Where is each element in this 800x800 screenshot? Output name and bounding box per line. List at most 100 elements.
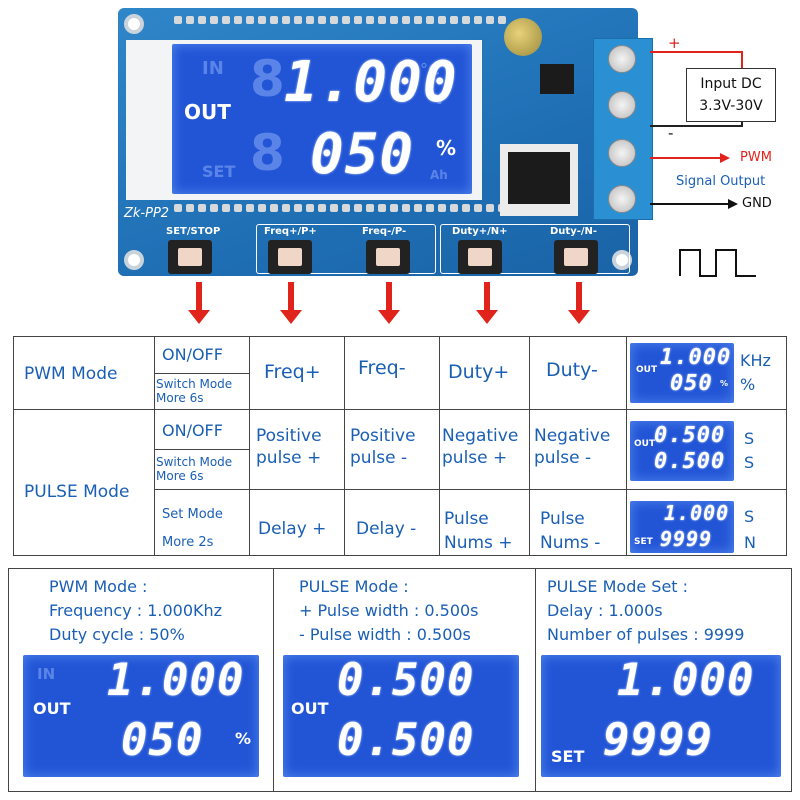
pulse-positive-minus: Positive pulse - [350, 426, 416, 468]
mini-lcd-line-1: 0.500 [654, 423, 726, 448]
duty-plus-button[interactable] [458, 240, 502, 274]
lcd-percent-unit: % [235, 729, 252, 748]
lcd-ghost-digit: 8 [250, 124, 285, 182]
set-unit-s: S [744, 507, 755, 526]
lcd-ghost-digit: 8 [250, 50, 285, 108]
mounting-hole [124, 250, 144, 270]
lcd-ghost-set: SET [202, 162, 236, 181]
input-voltage-range: 3.3V-30V [699, 98, 763, 114]
button-label-freq-plus: Freq+/P+ [264, 226, 317, 237]
freq-minus-button[interactable] [366, 240, 410, 274]
lcd-ghost-v: V [434, 92, 445, 108]
pulse-mode-label: PULSE Mode [24, 482, 130, 502]
set-pulse-nums-minus: Pulse Nums - [540, 509, 601, 553]
button-label-freq-minus: Freq-/P- [362, 226, 407, 237]
pwm-duty-plus: Duty+ [448, 361, 510, 383]
header-pins-top [174, 16, 506, 24]
set-mini-lcd: SET 1.000 9999 [630, 501, 734, 553]
mode-examples-panel: PWM Mode : Frequency : 1.000Khz Duty cyc… [8, 568, 792, 792]
lcd-ghost-in: IN [202, 58, 224, 79]
capacitor [504, 18, 542, 56]
lcd-line-2: 050 [310, 122, 415, 187]
set-mode-hold-time: More 2s [162, 535, 214, 550]
duty-minus-button[interactable] [554, 240, 598, 274]
pulse-example-positive-width: + Pulse width : 0.500s [299, 601, 479, 620]
lcd-line-2: 9999 [603, 715, 713, 766]
pwm-unit-khz: KHz [740, 351, 771, 370]
pulse-onoff: ON/OFF [162, 421, 223, 440]
mosfet [500, 144, 578, 216]
signal-output-label: Signal Output [676, 174, 766, 189]
lcd-percent-unit: % [436, 136, 457, 160]
button-label-set-stop: SET/STOP [166, 226, 221, 237]
set-example-title: PULSE Mode Set : [547, 577, 689, 596]
set-unit-n: N [744, 533, 756, 552]
pulse-example-title: PULSE Mode : [299, 577, 409, 596]
pwm-mode-label: PWM Mode [24, 364, 118, 384]
pwm-label: PWM [740, 150, 772, 165]
pwm-onoff: ON/OFF [162, 345, 223, 364]
input-dc-label: Input DC [700, 76, 762, 92]
pulse-unit-s1: S [744, 429, 755, 448]
screw-plus [608, 45, 636, 73]
lcd-line-1: 0.500 [337, 655, 475, 706]
pulse-mini-lcd: OUT 0.500 0.500 [630, 421, 734, 481]
lcd-line-1: 1.000 [617, 655, 755, 706]
square-wave-icon [679, 249, 756, 277]
board-lcd: IN SET °C V Ah 8 8 OUT 1.000 050 % [172, 44, 472, 194]
pwm-example-duty: Duty cycle : 50% [49, 625, 185, 644]
mini-lcd-line-1: 1.000 [660, 345, 732, 370]
input-dc-box: Input DC 3.3V-30V [686, 68, 776, 122]
pulse-unit-s2: S [744, 453, 755, 472]
pwm-switch-mode: Switch Mode More 6s [156, 377, 233, 405]
button-label-duty-minus: Duty-/N- [550, 226, 598, 237]
mini-lcd-label: OUT [636, 365, 658, 375]
button-group-right [440, 224, 630, 274]
pulse-example-negative-width: - Pulse width : 0.500s [299, 625, 471, 644]
mounting-hole [612, 250, 632, 270]
pwm-example-frequency: Frequency : 1.000Khz [49, 601, 223, 620]
set-delay-minus: Delay - [356, 519, 417, 539]
screw-pwm [608, 139, 636, 167]
mini-lcd-unit: % [720, 379, 729, 388]
mini-lcd-line-1: 1.000 [664, 501, 730, 525]
pwm-freq-minus: Freq- [358, 357, 406, 379]
lcd-ghost-in: IN [37, 665, 56, 683]
plus-terminal-label: + [668, 34, 681, 52]
set-pulse-nums-plus: Pulse Nums + [444, 509, 513, 553]
pulse-negative-minus: Negative pulse - [534, 426, 611, 468]
lcd-out-label: OUT [184, 100, 231, 124]
set-mode-label: Set Mode [162, 507, 223, 522]
set-example-lcd: SET 1.000 9999 [541, 655, 781, 777]
set-example-pulse-count: Number of pulses : 9999 [547, 625, 745, 644]
ic-chip [540, 64, 574, 94]
lcd-line-1: 1.000 [107, 655, 245, 706]
lcd-line-1: 1.000 [284, 50, 458, 115]
button-group-left [256, 224, 436, 274]
function-table: PWM Mode ON/OFF Switch Mode More 6s Freq… [13, 336, 787, 556]
lcd-ghost-c: °C [420, 60, 440, 79]
pulse-switch-mode: Switch Mode More 6s [156, 455, 233, 483]
lcd-ghost-ah: Ah [430, 168, 448, 182]
set-example-delay: Delay : 1.000s [547, 601, 663, 620]
pulse-example-lcd: OUT 0.500 0.500 [283, 655, 519, 777]
lcd-line-2: 050 [121, 715, 204, 766]
screw-terminal [593, 38, 653, 220]
lcd-out-label: OUT [291, 699, 329, 718]
wiring-annotations [650, 51, 756, 277]
mini-lcd-label: SET [634, 537, 653, 547]
gnd-label: GND [742, 196, 772, 211]
set-delay-plus: Delay + [258, 519, 327, 539]
pwm-example-lcd: IN OUT 1.000 050 % [23, 655, 259, 777]
mini-lcd-line-2: 050 [670, 371, 713, 396]
pwm-generator-board: IN SET °C V Ah 8 8 OUT 1.000 050 % Zk-PP… [118, 8, 653, 276]
lcd-line-2: 0.500 [337, 715, 475, 766]
set-stop-button[interactable] [168, 240, 212, 274]
mini-lcd-line-2: 0.500 [654, 449, 726, 474]
screw-minus [608, 91, 636, 119]
pwm-mini-lcd: OUT 1.000 050 % [630, 343, 734, 403]
lcd-set-label: SET [551, 747, 585, 766]
mini-lcd-line-2: 9999 [660, 527, 713, 551]
freq-plus-button[interactable] [268, 240, 312, 274]
board-model-label: Zk-PP2 [124, 206, 170, 221]
